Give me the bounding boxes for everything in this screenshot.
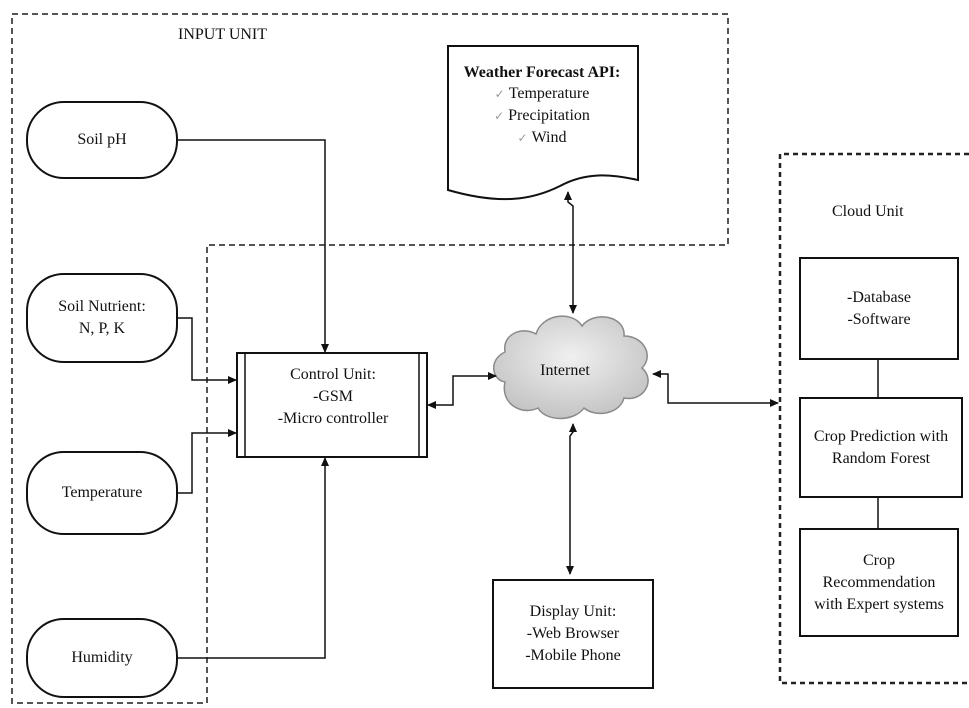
weather-api-item-temperature: ✓Temperature [448,83,636,105]
temperature-label: Temperature [61,484,143,501]
check-icon: ✓ [517,131,528,145]
humidity-label: Humidity [71,649,133,666]
control-unit-item-gsm: -GSM [312,388,353,405]
weather-forecast-api: Weather Forecast API: ✓Temperature ✓Prec… [448,62,636,149]
weather-api-item-precipitation-label: Precipitation [508,107,590,124]
control-unit-shape [236,352,428,458]
check-icon: ✓ [494,87,505,101]
soil-nutrient-sensor: Soil Nutrient: N, P, K [26,273,178,363]
control-unit-item-microcontroller: -Micro controller [277,410,389,427]
crop-prediction-box: Crop Prediction with Random Forest [799,397,963,498]
internet-label: Internet [540,362,590,379]
soil-ph-sensor: Soil pH [26,101,178,179]
cloud-software-label: -Software [847,310,911,328]
input-unit-boundary [11,13,729,704]
weather-api-item-wind: ✓Wind [448,127,636,149]
display-unit-item-web-browser: -Web Browser [526,625,620,642]
soil-ph-label: Soil pH [77,131,127,148]
weather-api-item-precipitation: ✓Precipitation [448,105,636,127]
temperature-sensor: Temperature [26,451,178,535]
cloud-unit-title: Cloud Unit [832,203,904,220]
display-unit-item-mobile-phone: -Mobile Phone [525,647,621,664]
cloud-unit-boundary [778,152,969,685]
weather-api-item-wind-label: Wind [531,129,567,146]
humidity-sensor: Humidity [26,618,178,698]
display-unit-title: Display Unit: [529,603,617,620]
soil-nutrient-label: Soil Nutrient: [58,298,146,315]
crop-recommendation-box: Crop Recommendation with Expert systems [799,528,959,637]
weather-api-shape [447,45,639,201]
cloud-database-label: -Database [847,288,911,306]
crop-prediction-method-label: Random Forest [831,449,931,467]
cloud-database-box: -Database -Software [799,257,959,360]
crop-recommendation-line-1: Crop [863,551,895,569]
weather-api-item-temperature-label: Temperature [508,85,590,102]
soil-nutrient-npk-label: N, P, K [78,320,126,337]
internet-cloud-shape [493,315,649,420]
weather-api-title: Weather Forecast API: [463,64,621,81]
crop-prediction-label: Crop Prediction with [813,427,949,445]
crop-recommendation-line-3: with Expert systems [814,595,944,613]
control-unit-title: Control Unit: [290,366,376,383]
input-unit-title: INPUT UNIT [178,26,268,43]
crop-recommendation-line-2: Recommendation [822,573,936,591]
control-unit: Control Unit: -GSM -Micro controller [252,364,414,430]
display-unit: Display Unit: -Web Browser -Mobile Phone [492,579,654,689]
check-icon: ✓ [494,109,505,123]
